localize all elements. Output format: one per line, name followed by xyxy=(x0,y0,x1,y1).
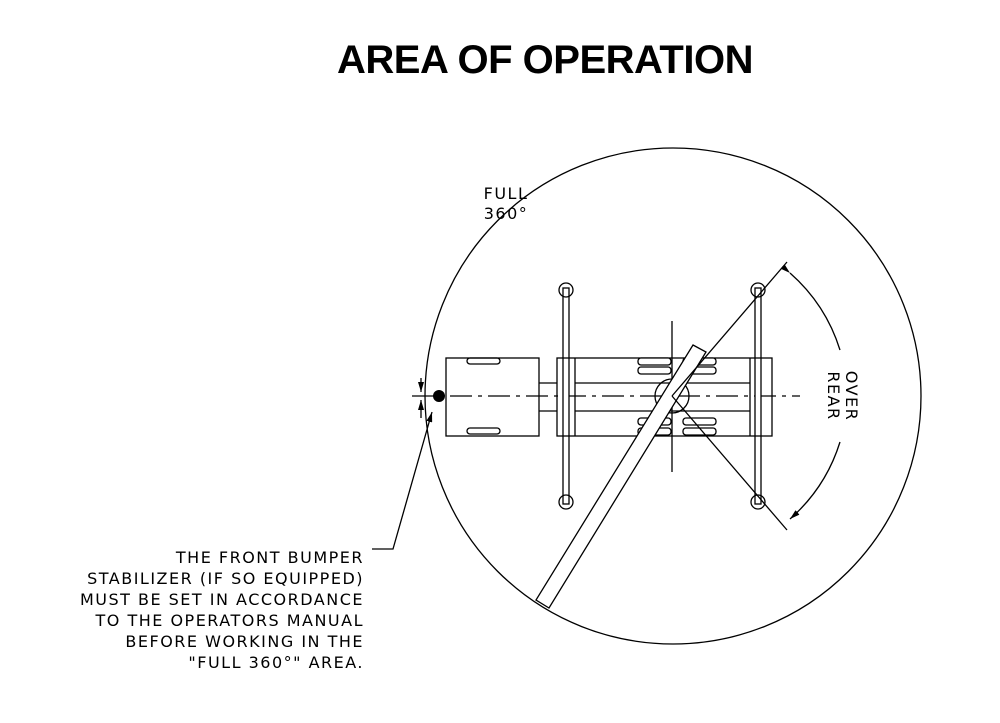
stabilizer-note: THE FRONT BUMPER STABILIZER (IF SO EQUIP… xyxy=(80,548,365,672)
note-line: MUST BE SET IN ACCORDANCE xyxy=(80,590,364,609)
note-line: THE FRONT BUMPER xyxy=(175,548,364,567)
diagram-title: AREA OF OPERATION xyxy=(337,38,753,82)
front-outrigger xyxy=(558,282,574,510)
over-rear-dimension xyxy=(780,264,841,520)
note-leader-line xyxy=(372,411,433,550)
front-bumper-stabilizer xyxy=(433,390,445,402)
360-label: 360° xyxy=(484,204,529,223)
note-line: TO THE OPERATORS MANUAL xyxy=(95,611,365,630)
note-line: STABILIZER (IF SO EQUIPPED) xyxy=(87,569,364,588)
rear-label: REAR xyxy=(824,371,843,420)
note-line: BEFORE WORKING IN THE xyxy=(125,632,364,651)
note-line: "FULL 360°" AREA. xyxy=(188,653,364,672)
over-label: OVER xyxy=(842,371,861,421)
full-label: FULL xyxy=(484,184,529,203)
boom xyxy=(535,344,707,609)
truck-cab xyxy=(445,357,540,437)
rear-outrigger xyxy=(750,282,766,510)
